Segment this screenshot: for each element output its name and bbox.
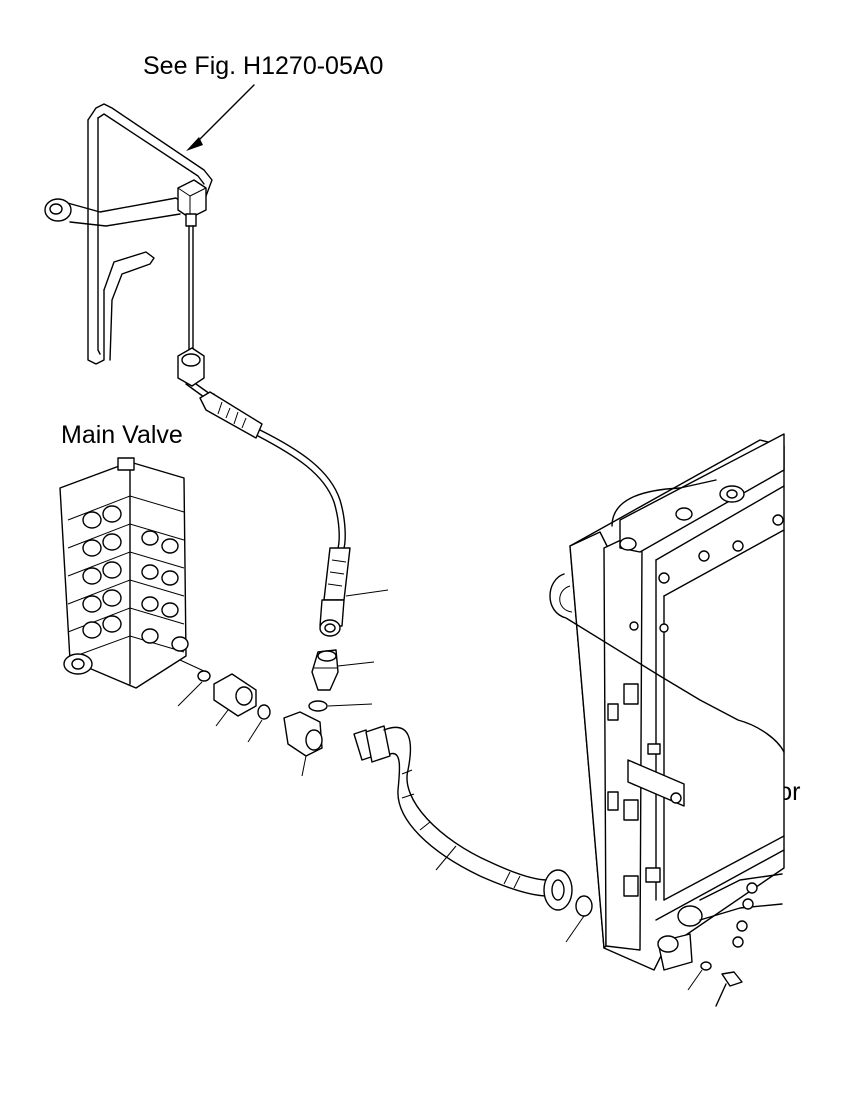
main-valve-block bbox=[59, 457, 211, 689]
radiator-frame bbox=[549, 433, 785, 1007]
upper-tube-assembly bbox=[44, 103, 213, 365]
pilot-hose bbox=[177, 225, 389, 637]
main-valve-label: Main Valve bbox=[61, 421, 183, 449]
radiator-hose bbox=[353, 725, 593, 943]
figure-reference-label: See Fig. H1270-05A0 bbox=[143, 52, 384, 80]
reference-leader-arrow bbox=[186, 84, 255, 151]
valve-connector bbox=[177, 673, 271, 743]
adapter-fittings bbox=[283, 649, 375, 777]
